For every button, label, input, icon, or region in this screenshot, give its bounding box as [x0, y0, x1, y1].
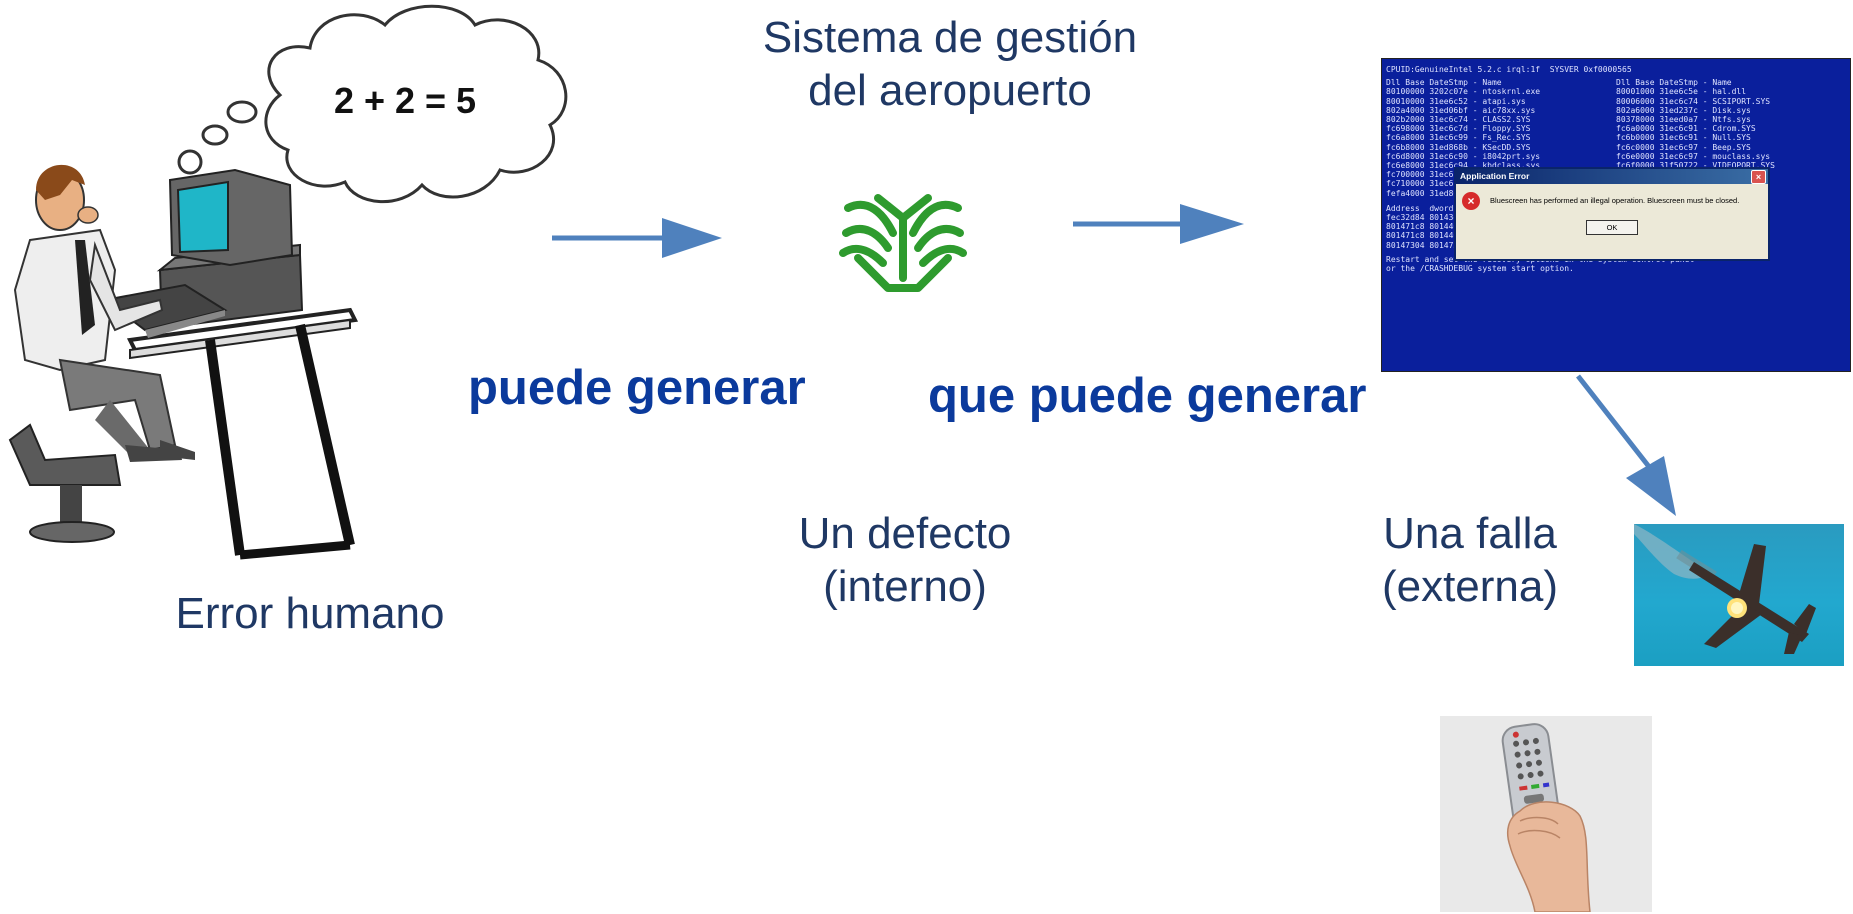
bluescreen-row-right: 80378000 31eed0a7 - Ntfs.sys	[1616, 115, 1751, 125]
system-label-line2: del aeropuerto	[808, 65, 1092, 115]
bluescreen-row-right: fc6f0000 31f50722 - VIDEOPORT.SYS	[1616, 161, 1775, 171]
bluescreen-address-row: 801471c8 80144000	[1386, 222, 1468, 232]
crashing-plane-photo	[1634, 524, 1844, 666]
bluescreen-row-left: fc698000 31ec6c7d - Floppy.SYS	[1386, 124, 1531, 134]
bluescreen-row-right: 80001000 31ee6c5e - hal.dll	[1616, 87, 1747, 97]
defect-label-line1: Un defecto	[798, 509, 1012, 558]
that-can-generate-label: que puede generar	[928, 369, 1367, 423]
remote-control-photo	[1440, 716, 1652, 912]
bluescreen-image: CPUID:GenuineIntel 5.2.c irql:1f SYSVER …	[1381, 58, 1851, 372]
arrow-screen-to-failure	[1576, 374, 1676, 516]
defect-label-line2: (interno)	[823, 561, 987, 611]
bluescreen-address-row: 80147304 80147304	[1386, 240, 1468, 250]
bluescreen-row-left: 802b2000 31ec6c74 - CLASS2.SYS	[1386, 115, 1531, 125]
system-label-line1: Sistema de gestión	[762, 13, 1138, 62]
bluescreen-row-left: fc6b8000 31ed868b - KSecDD.SYS	[1386, 142, 1531, 152]
person-at-computer-illustration	[0, 160, 360, 560]
dialog-title-bar: Application Error ×	[1456, 169, 1768, 184]
system-label: Sistema de gestión del aeropuerto	[700, 12, 1200, 118]
bluescreen-header: CPUID:GenuineIntel 5.2.c irql:1f SYSVER …	[1386, 65, 1632, 74]
bluescreen-col-header-left: Dll Base DateStmp - Name	[1386, 78, 1502, 88]
bluescreen-row-right: fc6c0000 31ec6c97 - Beep.SYS	[1616, 142, 1751, 152]
bluescreen-row-left: fc6a8000 31ec6c99 - Fs_Rec.SYS	[1386, 133, 1531, 143]
thought-equation: 2 + 2 = 5	[333, 80, 477, 121]
failure-label-line1: Una falla	[1383, 509, 1557, 558]
bluescreen-row-left: 802a4000 31ed06bf - aic78xx.sys	[1386, 105, 1536, 115]
airport-logo	[838, 188, 968, 293]
bluescreen-row-right: 80006000 31ec6c74 - SCSIPORT.SYS	[1616, 96, 1771, 106]
bluescreen-row-left: 80010000 31ee6c52 - atapi.sys	[1386, 96, 1526, 106]
dialog-close-button[interactable]: ×	[1751, 170, 1766, 184]
application-error-dialog: Application Error × × Bluescreen has per…	[1454, 167, 1770, 261]
failure-label: Una falla (externa)	[1340, 508, 1600, 614]
bluescreen-row-right: fc6b0000 31ec6c91 - Null.SYS	[1616, 133, 1751, 143]
bluescreen-row-left: fc6e8000 31ec6c94 - kbdclass.sys	[1386, 161, 1541, 171]
bluescreen-row-left: fc6d8000 31ec6c90 - i8042prt.sys	[1386, 151, 1541, 161]
arrow-human-to-system	[552, 218, 722, 258]
failure-label-line2: (externa)	[1381, 561, 1559, 611]
bluescreen-row-right: fc6a0000 31ec6c91 - Cdrom.SYS	[1616, 124, 1756, 134]
dialog-message: Bluescreen has performed an illegal oper…	[1490, 196, 1740, 205]
error-icon: ×	[1462, 192, 1480, 210]
bluescreen-restart-line2: or the /CRASHDEBUG system start option.	[1386, 264, 1574, 274]
thought-cloud: 2 + 2 = 5	[160, 0, 600, 225]
defect-label: Un defecto (interno)	[765, 508, 1045, 614]
can-generate-label: puede generar	[468, 361, 806, 415]
bluescreen-row-left: 80100000 3202c07e - ntoskrnl.exe	[1386, 87, 1541, 97]
dialog-ok-button[interactable]: OK	[1586, 220, 1638, 235]
bluescreen-address-row: 801471c8 80144000	[1386, 231, 1468, 241]
bluescreen-address-row: fec32d84 80143e00	[1386, 213, 1468, 223]
arrow-system-to-screen	[1073, 204, 1244, 244]
human-error-label: Error humano	[175, 589, 445, 638]
bluescreen-row-right: fc6e0000 31ec6c97 - mouclass.sys	[1616, 151, 1771, 161]
bluescreen-row-right: 802a6000 31ed237c - Disk.sys	[1616, 105, 1751, 115]
bluescreen-col-header-right: Dll Base DateStmp - Name	[1616, 78, 1732, 88]
dialog-title: Application Error	[1460, 171, 1530, 181]
